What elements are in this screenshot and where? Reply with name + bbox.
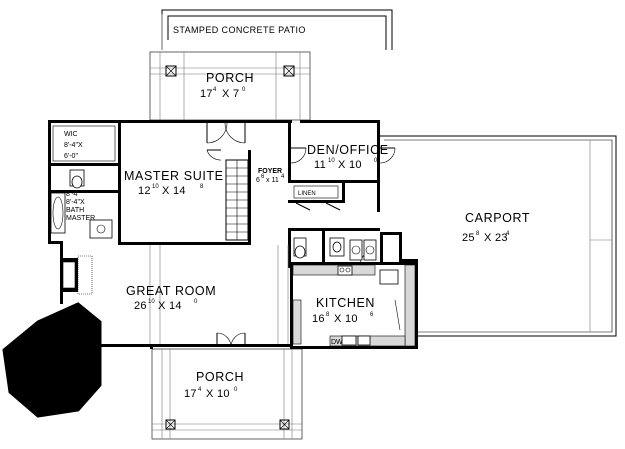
svg-text:6'-0": 6'-0" xyxy=(64,153,78,160)
svg-text:X 7: X 7 xyxy=(222,88,239,100)
svg-text:8'-4": 8'-4" xyxy=(66,191,80,198)
den-dimensions: 11 10 X 10 0 xyxy=(314,158,378,171)
svg-text:10: 10 xyxy=(148,299,155,305)
svg-text:4: 4 xyxy=(213,87,217,93)
svg-text:0: 0 xyxy=(374,158,378,164)
svg-text:4: 4 xyxy=(281,174,285,180)
svg-text:17: 17 xyxy=(200,88,213,100)
svg-text:X 10: X 10 xyxy=(334,313,358,325)
carport-outline xyxy=(380,135,617,337)
patio-label: STAMPED CONCRETE PATIO xyxy=(173,25,306,35)
stairs xyxy=(226,160,248,240)
bottom-porch xyxy=(151,348,303,440)
great-room-dimensions: 26 10 X 14 0 xyxy=(134,299,198,312)
svg-text:x 11: x 11 xyxy=(266,177,279,184)
svg-text:8: 8 xyxy=(326,312,330,318)
sitting-room xyxy=(2,302,102,418)
svg-text:6: 6 xyxy=(370,312,374,318)
bottom-porch-dimensions: 17 4 X 10 0 xyxy=(184,387,238,400)
top-porch xyxy=(149,51,311,121)
svg-text:LINEN: LINEN xyxy=(298,191,316,197)
den-label: DEN/OFFICE xyxy=(307,143,389,157)
sitting-label: SITTING xyxy=(22,362,76,376)
bottom-porch-label: PORCH xyxy=(196,370,244,384)
carport-label: CARPORT xyxy=(465,211,530,225)
bath-fixtures xyxy=(50,169,377,261)
svg-text:6: 6 xyxy=(256,177,260,184)
dishwasher-label: DW xyxy=(331,339,343,346)
svg-text:8: 8 xyxy=(76,377,80,383)
svg-text:4: 4 xyxy=(506,231,510,237)
great-room-beams xyxy=(149,245,289,344)
svg-text:11: 11 xyxy=(314,159,326,171)
svg-text:0: 0 xyxy=(234,387,238,393)
bath-label: 8'-4" 8'-4"X BATH MASTER xyxy=(66,191,95,222)
svg-text:6: 6 xyxy=(261,174,265,180)
kitchen-cabinets xyxy=(292,264,416,347)
kitchen-dimensions: 16 8 X 10 6 xyxy=(312,312,374,325)
svg-text:0: 0 xyxy=(242,87,246,93)
wic-label: WIC 8'-4"X 6'-0" xyxy=(52,125,116,162)
svg-text:25: 25 xyxy=(462,232,475,244)
top-porch-dimensions: 17 4 X 7 0 xyxy=(200,87,246,100)
svg-text:8'-4"X: 8'-4"X xyxy=(64,142,83,149)
svg-text:10: 10 xyxy=(152,184,159,190)
svg-text:8: 8 xyxy=(28,377,32,383)
linen-closet: LINEN xyxy=(293,185,339,199)
master-suite-dimensions: 12 10 X 14 8 xyxy=(138,184,204,197)
svg-text:X 14: X 14 xyxy=(162,185,186,197)
carport-dimensions: 25 8 X 23 4 xyxy=(462,231,510,244)
svg-text:X 10: X 10 xyxy=(206,388,230,400)
master-suite-label: MASTER SUITE xyxy=(124,169,224,183)
svg-text:X 10: X 10 xyxy=(38,378,62,390)
svg-text:10: 10 xyxy=(328,158,335,164)
svg-text:4: 4 xyxy=(198,387,202,393)
svg-text:MASTER: MASTER xyxy=(66,215,95,222)
svg-text:16: 16 xyxy=(312,313,325,325)
top-porch-label: PORCH xyxy=(206,71,254,85)
svg-text:12: 12 xyxy=(138,185,151,197)
foyer-dimensions: 6 6 x 11 4 xyxy=(256,174,285,184)
svg-text:26: 26 xyxy=(134,300,147,312)
svg-text:17: 17 xyxy=(184,388,197,400)
kitchen-label: KITCHEN xyxy=(316,296,375,310)
svg-text:8'-4"X: 8'-4"X xyxy=(66,199,85,206)
svg-text:0: 0 xyxy=(194,299,198,305)
foyer-label: FOYER xyxy=(258,168,282,175)
great-room-label: GREAT ROOM xyxy=(126,284,216,298)
svg-text:X 14: X 14 xyxy=(158,300,182,312)
sitting-dimensions: 10 8 X 10 8 xyxy=(14,377,80,390)
patio-outline xyxy=(161,9,393,50)
svg-text:8: 8 xyxy=(200,184,204,190)
doors xyxy=(206,122,396,348)
svg-text:10: 10 xyxy=(14,378,27,390)
svg-text:X 10: X 10 xyxy=(338,159,362,171)
svg-text:BATH: BATH xyxy=(66,207,84,214)
svg-text:WIC: WIC xyxy=(64,131,78,138)
svg-text:8: 8 xyxy=(476,231,480,237)
svg-text:X 23: X 23 xyxy=(484,232,508,244)
fireplace xyxy=(60,255,93,295)
